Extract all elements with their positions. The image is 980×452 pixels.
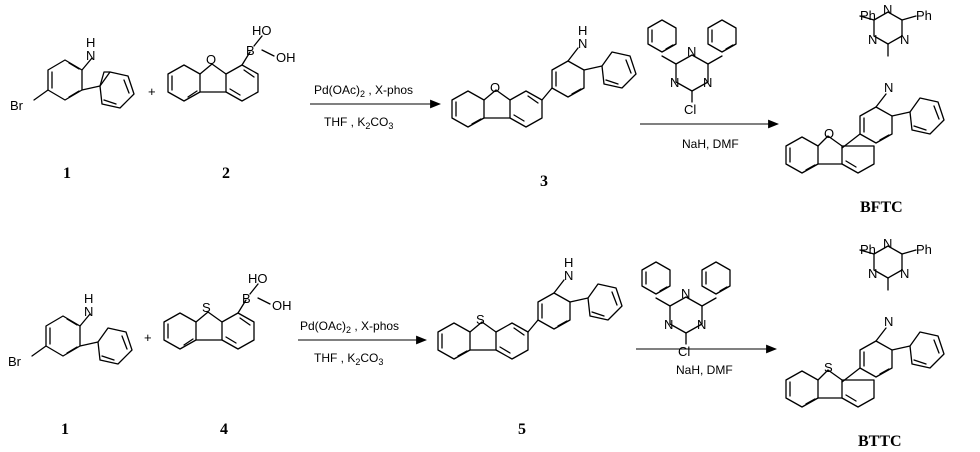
atom-b-4: B (242, 291, 251, 306)
atom-oh-4: OH (272, 298, 292, 313)
plus-sign-top: + (148, 84, 156, 99)
reagent-pd-top: Pd(OAc)2 , X-phos (314, 83, 413, 99)
atom-pn-1: N (883, 2, 892, 17)
label-product-bftc: BFTC (860, 199, 903, 216)
atom-ho-2: HO (252, 23, 272, 38)
atom-ph-2: Ph (916, 8, 932, 23)
atom-br-1b: Br (8, 354, 22, 369)
atom-ho-4: HO (248, 271, 268, 286)
atom-ps: S (824, 360, 833, 375)
atom-h-3: H (578, 23, 587, 38)
atom-b-2: B (246, 43, 255, 58)
arrow-1-top: Pd(OAc)2 , X-phos THF , K2CO3 (310, 83, 442, 131)
atom-pn-2: N (868, 32, 877, 47)
atom-tn-1: N (687, 44, 696, 59)
top-row: N H Br 1 + O B HO OH 2 Pd(OAc)2 , X-phos… (10, 2, 945, 216)
atom-tn-2b: N (664, 317, 673, 332)
label-compound-1b: 1 (61, 421, 69, 438)
atom-pcz-b: N (884, 314, 893, 329)
atom-ph-1: Ph (860, 8, 876, 23)
arrow-2-bottom: NaH, DMF (636, 344, 778, 377)
triazine-reagent-bottom: N N N Cl (641, 261, 731, 359)
atom-h-5: H (564, 255, 573, 270)
atom-cl-top: Cl (684, 102, 696, 117)
atom-pn-2b: N (868, 266, 877, 281)
atom-tn-1b: N (681, 286, 690, 301)
arrow-2-top: NaH, DMF (640, 119, 780, 151)
compound-4: S B HO OH 4 (163, 271, 292, 438)
atom-pn-3: N (900, 32, 909, 47)
arrow-1-bottom: Pd(OAc)2 , X-phos THF , K2CO3 (298, 319, 428, 367)
compound-5: S N H 5 (437, 255, 623, 438)
atom-tn-3: N (703, 75, 712, 90)
compound-2: O B HO OH 2 (167, 23, 296, 182)
label-compound-1: 1 (63, 165, 71, 182)
atom-n-1b: N (84, 304, 93, 319)
atom-h-1b: H (84, 291, 93, 306)
atom-s-4: S (202, 300, 211, 315)
reagent-thf-bottom: THF , K2CO3 (314, 351, 383, 367)
atom-po: O (824, 126, 834, 141)
reagent-nah-top: NaH, DMF (682, 137, 739, 151)
atom-o-2: O (206, 52, 216, 67)
label-compound-5: 5 (518, 421, 526, 438)
reagent-nah-bottom: NaH, DMF (676, 363, 733, 377)
atom-pn-3b: N (900, 266, 909, 281)
label-compound-4: 4 (220, 421, 228, 438)
plus-sign-bottom: + (144, 330, 152, 345)
atom-tn-3b: N (697, 317, 706, 332)
atom-n-5: N (564, 268, 573, 283)
label-compound-3: 3 (540, 173, 548, 190)
label-product-bttc: BTTC (858, 433, 902, 450)
atom-h-1: H (86, 35, 95, 50)
atom-o-3: O (490, 80, 500, 95)
product-bftc: Ph Ph N N N N O BFTC (785, 2, 945, 216)
atom-br-1: Br (10, 98, 24, 113)
compound-1-top: N H Br 1 (10, 35, 135, 182)
atom-ph-2b: Ph (916, 242, 932, 257)
label-compound-2: 2 (222, 165, 230, 182)
compound-1-bottom: N H Br 1 (8, 291, 133, 438)
atom-pcz: N (884, 80, 893, 95)
atom-cl-bottom: Cl (678, 344, 690, 359)
triazine-reagent-top: N N N Cl (647, 19, 737, 117)
product-bttc: Ph Ph N N N N S BTTC (785, 236, 945, 450)
atom-s-5: S (476, 312, 485, 327)
reagent-thf-top: THF , K2CO3 (324, 115, 393, 131)
bottom-row: N H Br 1 + S B HO OH 4 Pd(OAc)2 , X-phos… (8, 236, 945, 450)
atom-ph-1b: Ph (860, 242, 876, 257)
reagent-pd-bottom: Pd(OAc)2 , X-phos (300, 319, 399, 335)
compound-3: O N H 3 (451, 23, 637, 190)
atom-n-1: N (86, 48, 95, 63)
atom-pn-1b: N (883, 236, 892, 251)
atom-oh-2: OH (276, 50, 296, 65)
atom-n-3: N (578, 36, 587, 51)
atom-tn-2: N (670, 75, 679, 90)
